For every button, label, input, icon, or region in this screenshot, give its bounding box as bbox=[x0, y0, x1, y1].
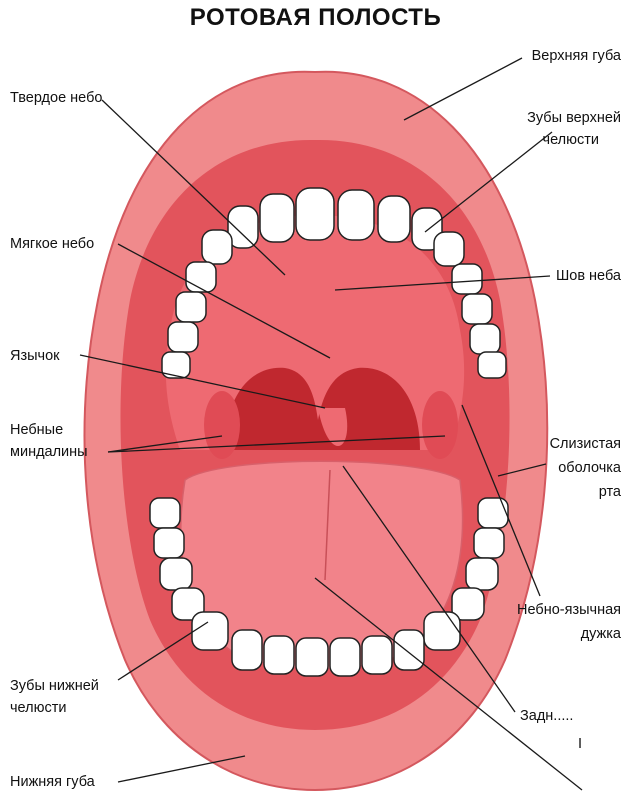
label-mucosa-line2: оболочка bbox=[558, 458, 621, 478]
label-tonsils-line2: миндалины bbox=[10, 442, 88, 462]
label-palate-suture: Шов неба bbox=[556, 266, 621, 286]
label-mucosa-line1: Слизистая bbox=[550, 434, 621, 454]
label-partial-cropped: Задн..... bbox=[520, 706, 573, 726]
label-upper-teeth-line1: Зубы верхней bbox=[527, 108, 621, 128]
diagram-title: РОТОВАЯ ПОЛОСТЬ bbox=[0, 4, 631, 32]
label-soft-palate: Мягкое небо bbox=[10, 234, 94, 254]
label-uvula: Язычок bbox=[10, 346, 60, 366]
label-arch-line2: дужка bbox=[581, 624, 621, 644]
label-upper-lip: Верхняя губа bbox=[532, 46, 621, 66]
right-tonsil bbox=[422, 391, 458, 459]
label-upper-teeth-line2: челюсти bbox=[543, 130, 599, 150]
label-hard-palate: Твердое небо bbox=[10, 88, 102, 108]
label-arch-line1: Небно-язычная bbox=[517, 600, 621, 620]
label-tonsils-line1: Небные bbox=[10, 420, 63, 440]
label-partial-cropped-2: I bbox=[578, 734, 582, 754]
left-tonsil bbox=[204, 391, 240, 459]
label-lower-teeth-line1: Зубы нижней bbox=[10, 676, 99, 696]
label-lower-teeth-line2: челюсти bbox=[10, 698, 66, 718]
label-mucosa-line3: рта bbox=[599, 482, 621, 502]
label-lower-lip: Нижняя губа bbox=[10, 772, 95, 792]
